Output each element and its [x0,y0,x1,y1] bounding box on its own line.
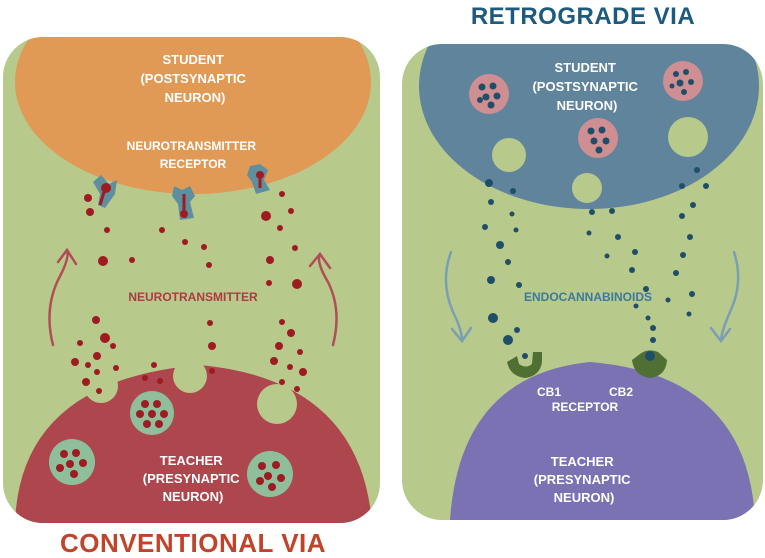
cb1-receptor [507,352,542,378]
cb2-receptor [632,350,667,378]
synaptic-vesicle [49,439,95,485]
retrograde-panel: STUDENT (POSTSYNAPTIC NEURON) ENDOCANNAB… [402,44,763,520]
release-pocket [492,138,526,172]
down-arrow-icon [444,250,473,344]
synaptic-vesicle [663,61,703,101]
student-label-right: STUDENT (POSTSYNAPTIC NEURON) [532,60,641,113]
endocannabinoids-label: ENDOCANNABINOIDS [524,290,652,304]
student-label-left: STUDENT (POSTSYNAPTIC NEURON) [140,52,249,105]
retrograde-heading: RETROGRADE VIA [471,3,695,30]
synaptic-vesicle [247,451,293,497]
synaptic-vesicle [469,74,509,114]
release-pocket [572,173,602,203]
cb2-label: CB2 [609,385,633,399]
synaptic-vesicle [130,391,174,435]
teacher-neuron-right [450,362,755,520]
student-neuron-left [15,37,371,194]
neurotransmitter-receptor [172,186,195,220]
neurotransmitter-label: NEUROTRANSMITTER [128,290,258,304]
down-arrow-icon [709,250,740,344]
synaptic-vesicle [578,118,618,158]
conventional-heading: CONVENTIONAL VIA [60,528,326,558]
release-pocket [668,117,708,157]
neurotransmitter-receptor [93,175,117,208]
release-pocket [257,384,297,424]
neurotransmitter-receptor [247,164,270,194]
teacher-label-right: TEACHER (PRESYNAPTIC NEURON) [534,454,634,505]
endocannabinoid-particles [482,167,709,359]
neurotransmitter-particles [71,191,307,394]
receptor-label-right: RECEPTOR [552,400,619,414]
teacher-label-left: TEACHER (PRESYNAPTIC NEURON) [143,453,243,504]
cb1-label: CB1 [537,385,561,399]
up-arrow-icon [48,247,78,347]
up-arrow-icon [308,251,338,347]
conventional-panel: STUDENT (POSTSYNAPTIC NEURON) NEUROTRANS… [3,37,380,523]
release-pocket [84,369,118,403]
receptor-label-left: NEUROTRANSMITTER RECEPTOR [127,139,260,171]
release-pocket [173,359,207,393]
